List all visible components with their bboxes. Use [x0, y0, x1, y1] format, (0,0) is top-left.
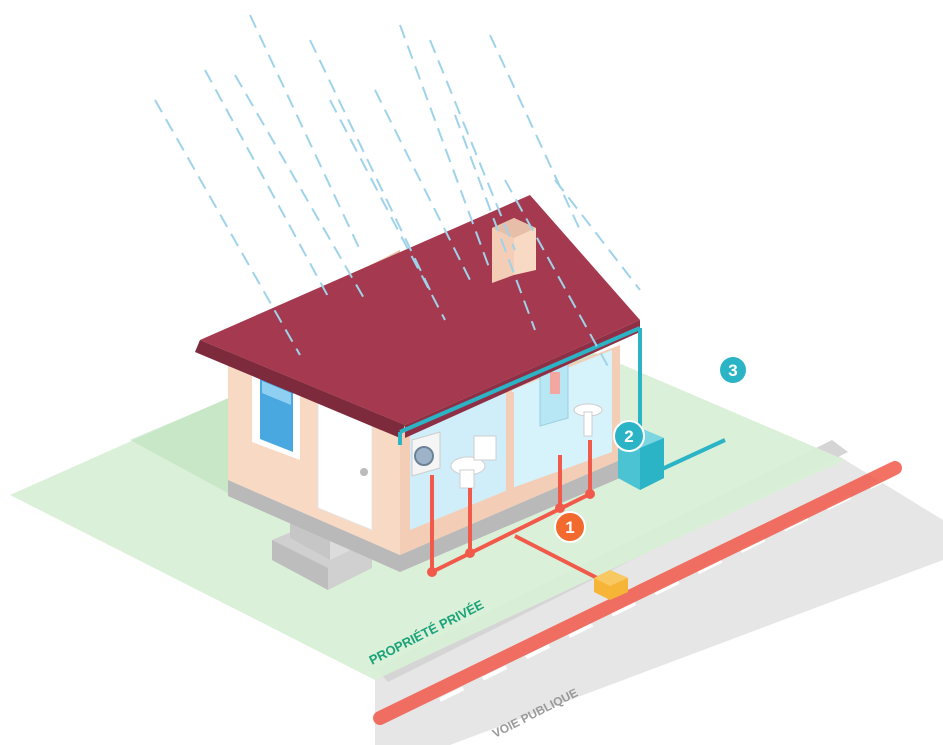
- pipe-junctions: [427, 489, 595, 577]
- inspection-box: [594, 570, 628, 600]
- svg-text:2: 2: [624, 427, 633, 446]
- rainwater-system: [398, 326, 726, 472]
- marker-2: 2: [613, 420, 645, 452]
- marker-1: 1: [554, 511, 586, 543]
- washing-machine: [411, 431, 441, 477]
- house-window: [252, 370, 300, 460]
- rain-streaks: [154, 14, 641, 371]
- marker-3: 3: [720, 357, 746, 383]
- svg-text:3: 3: [728, 361, 737, 380]
- main-sewer-pipe: [373, 461, 902, 725]
- house-foundation: [228, 460, 620, 572]
- toilet: [450, 435, 497, 489]
- svg-text:1: 1: [565, 518, 574, 537]
- washbasin: [573, 403, 603, 437]
- house-door: [317, 399, 373, 531]
